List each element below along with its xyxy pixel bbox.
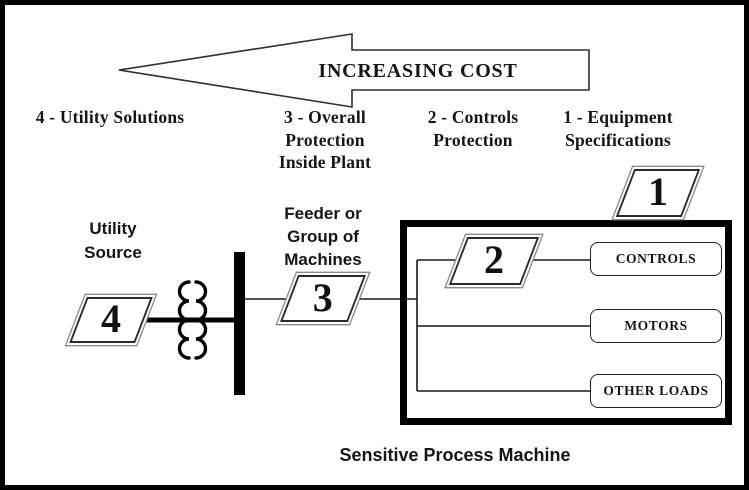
bus-bar [234, 252, 245, 395]
feeder-label: Feeder or Group of Machines [284, 204, 362, 269]
load-box-controls: CONTROLS [590, 242, 722, 276]
sensitive-process-machine-box [400, 220, 732, 425]
marker-2-number: 2 [484, 237, 504, 282]
utility-source-label: Utility Source [84, 219, 142, 262]
load-box-motors: MOTORS [590, 309, 722, 343]
increasing-cost-arrow [118, 33, 590, 108]
marker-4-number: 4 [101, 296, 121, 341]
sensitive-process-machine-label: Sensitive Process Machine [339, 445, 571, 465]
diagram-shapes-layer [118, 33, 732, 425]
load-box-other-loads: OTHER LOADS [590, 374, 722, 408]
level-2-label: 2 - Controls Protection [427, 107, 519, 150]
level-4-label: 4 - Utility Solutions [35, 107, 185, 127]
marker-1-number: 1 [648, 169, 668, 214]
level-3-label: 3 - Overall Protection Inside Plant [278, 107, 372, 172]
increasing-cost-label: INCREASING COST [318, 60, 518, 82]
level-1-label: 1 - Equipment Specifications [563, 107, 673, 150]
transformer-icon [177, 280, 208, 360]
marker-3-number: 3 [313, 274, 333, 320]
